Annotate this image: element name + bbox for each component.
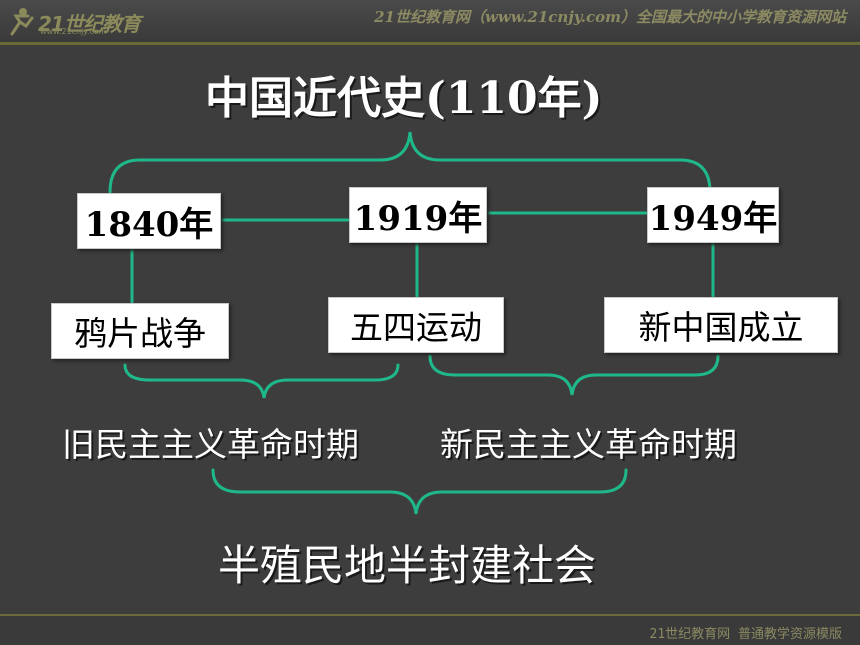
logo-text: 21世纪教育: [38, 12, 141, 36]
period-new-democratic: 新民主主义革命时期: [440, 425, 737, 464]
header-site-text: 21世纪教育网（www.21cnjy.com）全国最大的中小学教育资源网站: [374, 8, 846, 26]
year-label: 1949年: [648, 198, 778, 239]
year-box-1949: 1949年: [647, 187, 779, 243]
event-label: 鸦片战争: [74, 314, 206, 353]
footer-divider: [0, 614, 860, 616]
event-box-opium-war: 鸦片战争: [51, 303, 229, 359]
header-bar: [0, 0, 860, 42]
logo-subtext: www.21cnjy.com: [40, 27, 107, 36]
runner-logo-icon: [10, 8, 34, 36]
event-label: 五四运动: [350, 308, 482, 347]
event-box-prc-founding: 新中国成立: [604, 297, 838, 353]
header-divider: [0, 42, 860, 45]
event-box-may-fourth: 五四运动: [328, 297, 504, 353]
footer-text: 21世纪教育网 普通教学资源模版: [649, 627, 842, 642]
event-label: 新中国成立: [638, 308, 804, 347]
diagram-title: 中国近代史(110年): [205, 73, 603, 124]
footer-bar: [0, 616, 860, 645]
old-democratic-brace: [123, 363, 400, 399]
year-label: 1919年: [353, 198, 483, 239]
year-box-1919: 1919年: [349, 187, 487, 243]
society-label: 半殖民地半封建社会: [218, 541, 597, 590]
top-brace: [108, 131, 712, 194]
year-box-1840: 1840年: [77, 193, 221, 249]
period-old-democratic: 旧民主主义革命时期: [62, 425, 359, 464]
new-democratic-brace: [428, 354, 720, 396]
society-brace: [211, 468, 628, 515]
year-label: 1840年: [84, 204, 214, 245]
